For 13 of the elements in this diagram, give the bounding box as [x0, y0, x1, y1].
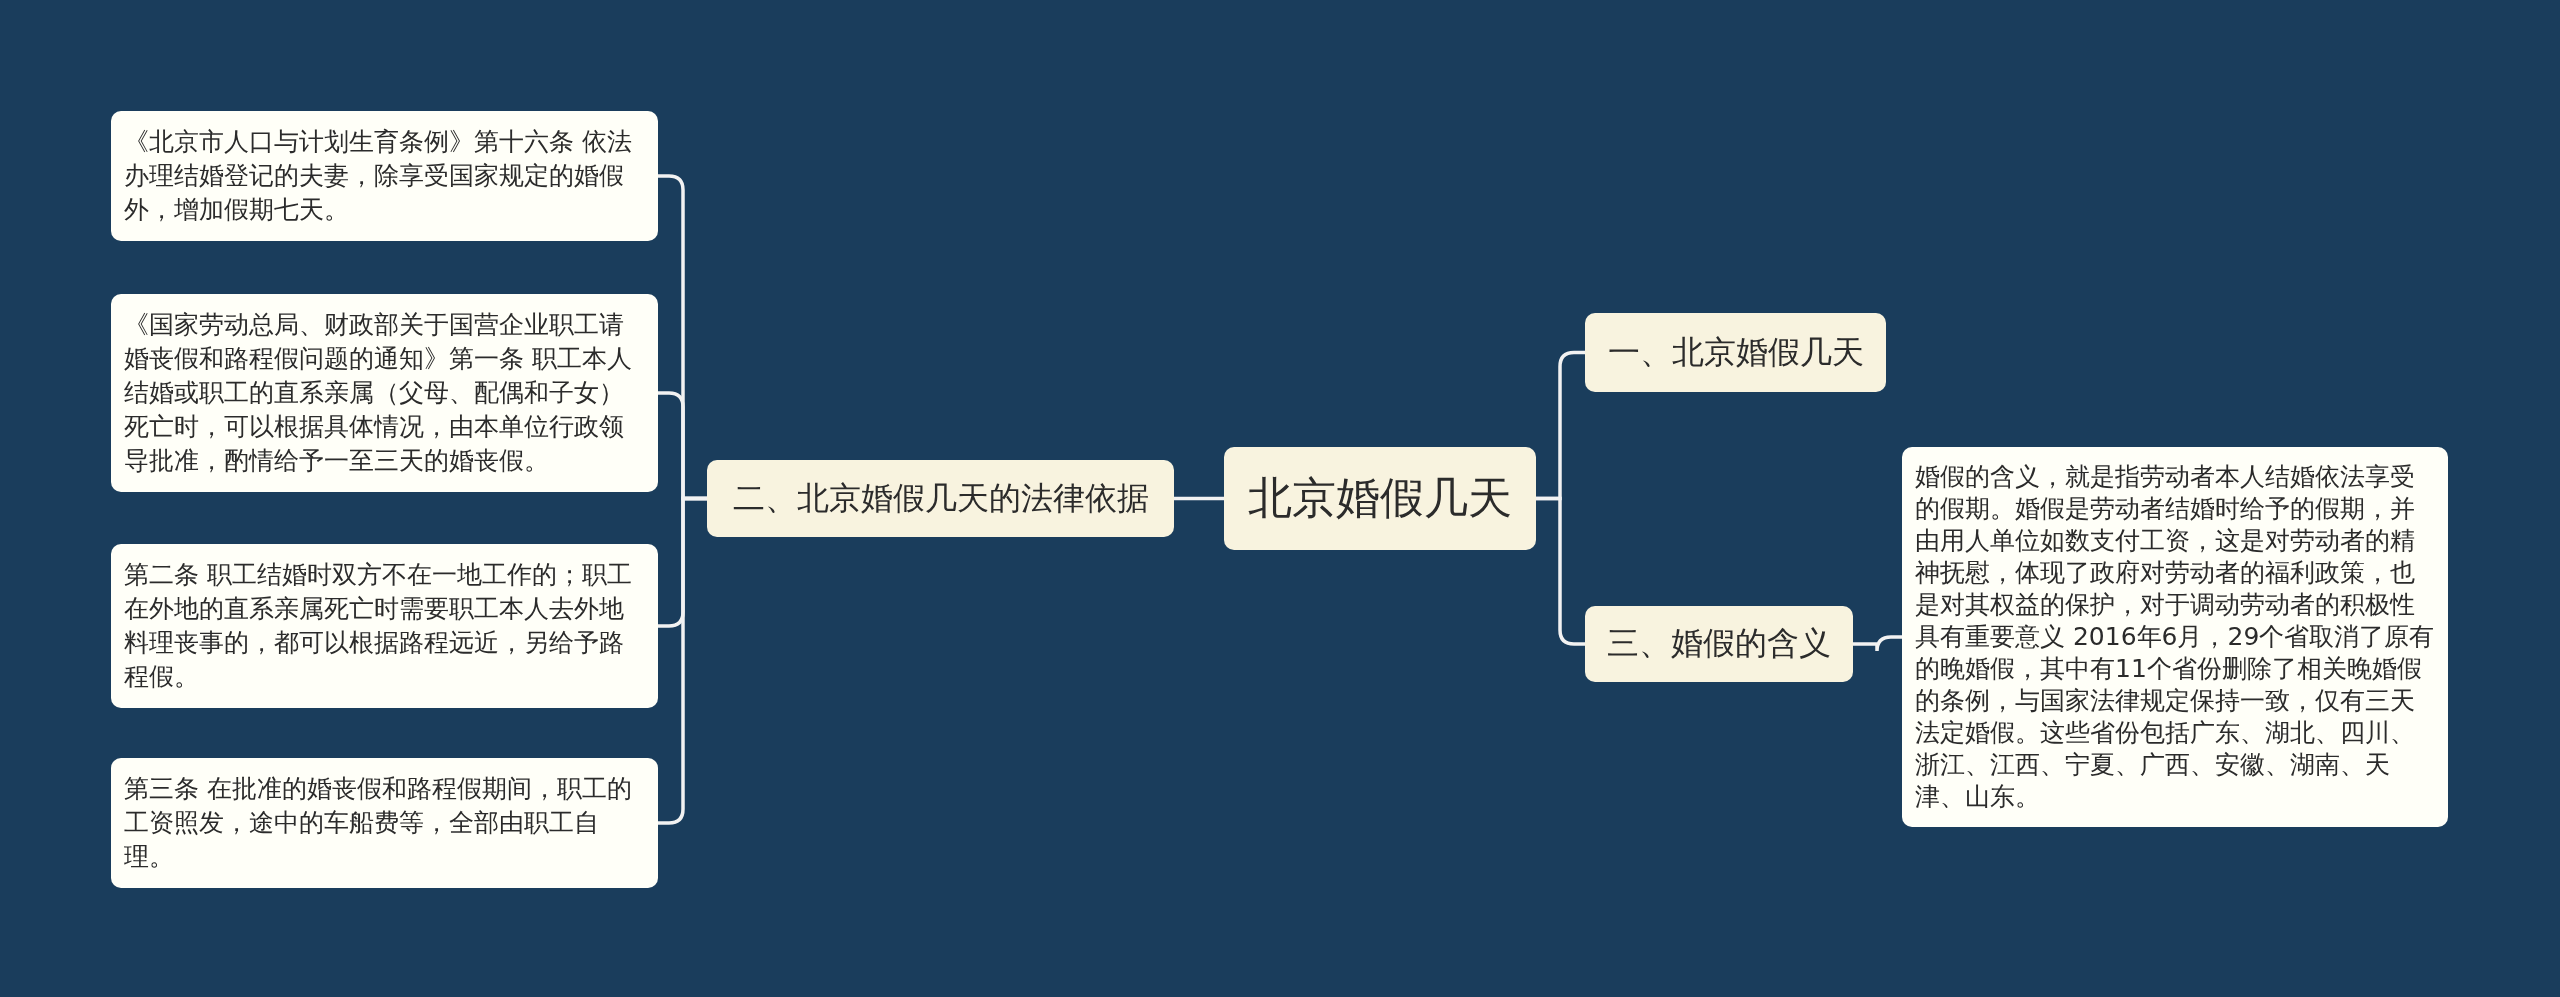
connector-line: [1536, 496, 1585, 646]
text-card: 婚假的含义，就是指劳动者本人结婚依法享受的假期。婚假是劳动者结婚时给予的假期，并由用人单位如数支付工资，这是对劳动者的精神抚慰，体现了政府对劳动者的福利政策，也是对其权益的保护，对于调动劳动者的积极性具有重要意义 2016年6月，29个省取消了原有的晚婚假，其中有11个省份删除了相关晚婚假的条例，与国家法律规定保持一致，仅有三天法定婚假。这些省份包括广东、湖北、四川、浙江、江西、宁夏、广西、安徽、湖南、天津、山东。: [1902, 447, 2448, 827]
text-card: 《北京市人口与计划生育条例》第十六条 依法办理结婚登记的夫妻，除享受国家规定的婚假外，增加假期七天。: [111, 111, 658, 241]
text-card: 第三条 在批准的婚丧假和路程假期间，职工的工资照发，途中的车船费等，全部由职工自理。: [111, 758, 658, 888]
connector-line: [658, 496, 707, 825]
topic-box: 二、北京婚假几天的法律依据: [707, 460, 1174, 537]
connector-line: [1853, 635, 1902, 653]
connector-line: [1174, 496, 1224, 501]
topic-box: 三、婚假的含义: [1585, 606, 1853, 682]
root-topic-box: 北京婚假几天: [1224, 447, 1536, 550]
text-card: 第二条 职工结婚时双方不在一地工作的；职工在外地的直系亲属死亡时需要职工本人去外地料理丧事的，都可以根据路程远近，另给予路程假。: [111, 544, 658, 708]
text-card: 《国家劳动总局、财政部关于国营企业职工请婚丧假和路程假问题的通知》第一条 职工本人结婚或职工的直系亲属（父母、配偶和子女）死亡时，可以根据具体情况，由本单位行政领导批准，酌情给予一至三天的婚丧假。: [111, 294, 658, 492]
topic-box: 一、北京婚假几天: [1585, 313, 1886, 392]
